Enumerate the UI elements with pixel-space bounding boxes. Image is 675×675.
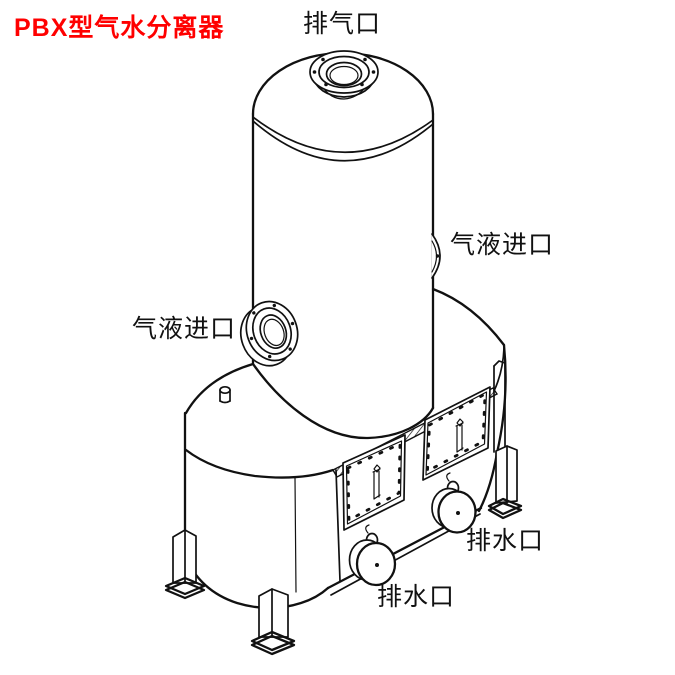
exhaust-flange xyxy=(309,50,379,100)
access-door-2 xyxy=(422,386,491,481)
label-drain-port-bottom: 排水口 xyxy=(377,583,456,611)
door-handle-icon xyxy=(372,464,381,500)
drawing-title: PBX型气水分离器 xyxy=(14,14,225,42)
right-inlet-flange xyxy=(431,233,441,279)
upper-vessel xyxy=(251,51,435,440)
label-gas-liquid-inlet-right: 气液进口 xyxy=(450,231,555,259)
access-door-1 xyxy=(342,434,406,531)
drain-valve-1 xyxy=(348,524,397,587)
support-leg-left xyxy=(164,529,206,600)
drain-valve-2 xyxy=(431,472,477,534)
label-drain-port-right: 排水口 xyxy=(466,527,545,555)
vent-nozzle xyxy=(219,385,231,404)
left-inlet-flange xyxy=(239,300,299,367)
label-exhaust-port: 排气口 xyxy=(303,10,382,38)
support-leg-center xyxy=(250,588,296,656)
door-handle-icon xyxy=(455,418,464,453)
label-gas-liquid-inlet-left: 气液进口 xyxy=(132,315,237,343)
support-leg-right xyxy=(487,360,523,520)
